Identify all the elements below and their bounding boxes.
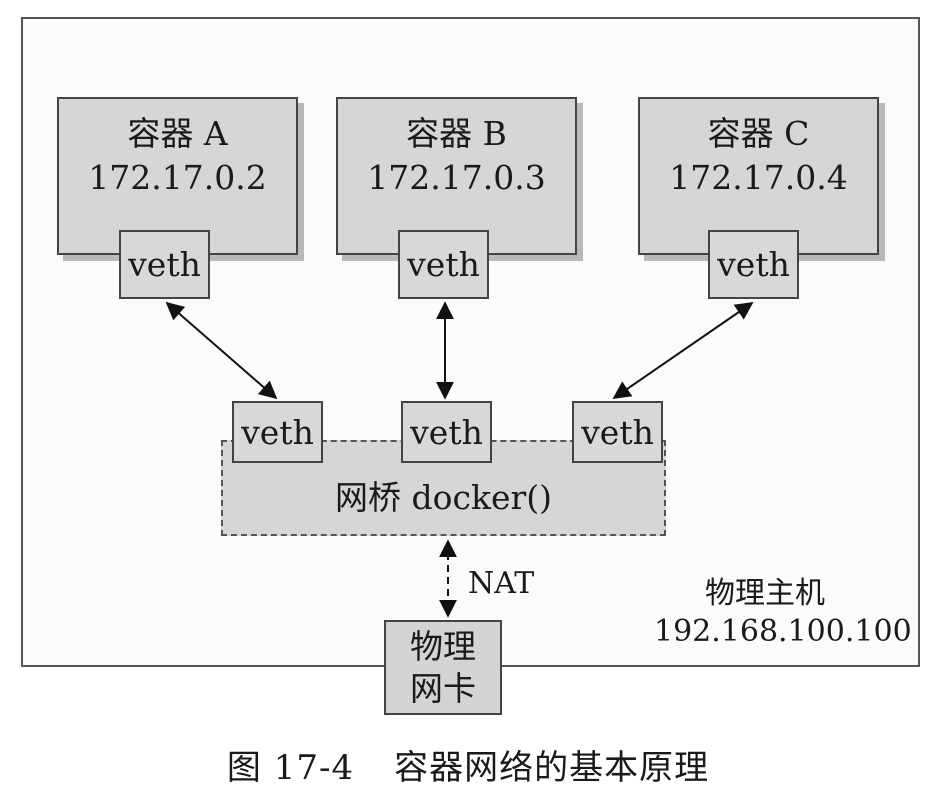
nic-line-1: 物理 xyxy=(410,626,476,666)
container-b-veth: veth xyxy=(398,230,489,299)
container-a-veth: veth xyxy=(119,230,210,299)
host-ip: 192.168.100.100 xyxy=(654,614,912,649)
container-c-ip: 172.17.0.4 xyxy=(669,158,848,197)
figure-number: 图 17-4 xyxy=(226,748,355,788)
container-a-name: 容器 A xyxy=(127,114,228,153)
bridge-veth-c: veth xyxy=(572,401,663,463)
container-a: 容器 A 172.17.0.2 xyxy=(57,97,298,255)
bridge-veth-b: veth xyxy=(401,401,492,463)
container-b-name: 容器 B xyxy=(406,114,507,153)
container-c-name: 容器 C xyxy=(707,114,810,153)
figure-title: 容器网络的基本原理 xyxy=(394,748,710,788)
bridge-veth-a: veth xyxy=(232,401,323,463)
nic-line-2: 网卡 xyxy=(410,668,476,708)
container-b: 容器 B 172.17.0.3 xyxy=(336,97,577,255)
host-label: 物理主机 xyxy=(705,576,825,611)
arrow-a xyxy=(165,301,278,400)
figure-caption: 图 17-4 容器网络的基本原理 xyxy=(0,740,936,789)
bridge-label: 网桥 docker() xyxy=(334,478,552,517)
container-c-veth: veth xyxy=(708,230,799,299)
nat-label: NAT xyxy=(468,566,535,601)
arrow-c xyxy=(612,301,754,400)
physical-nic: 物理 网卡 xyxy=(384,620,502,715)
container-b-ip: 172.17.0.3 xyxy=(367,158,546,197)
container-a-ip: 172.17.0.2 xyxy=(88,158,267,197)
